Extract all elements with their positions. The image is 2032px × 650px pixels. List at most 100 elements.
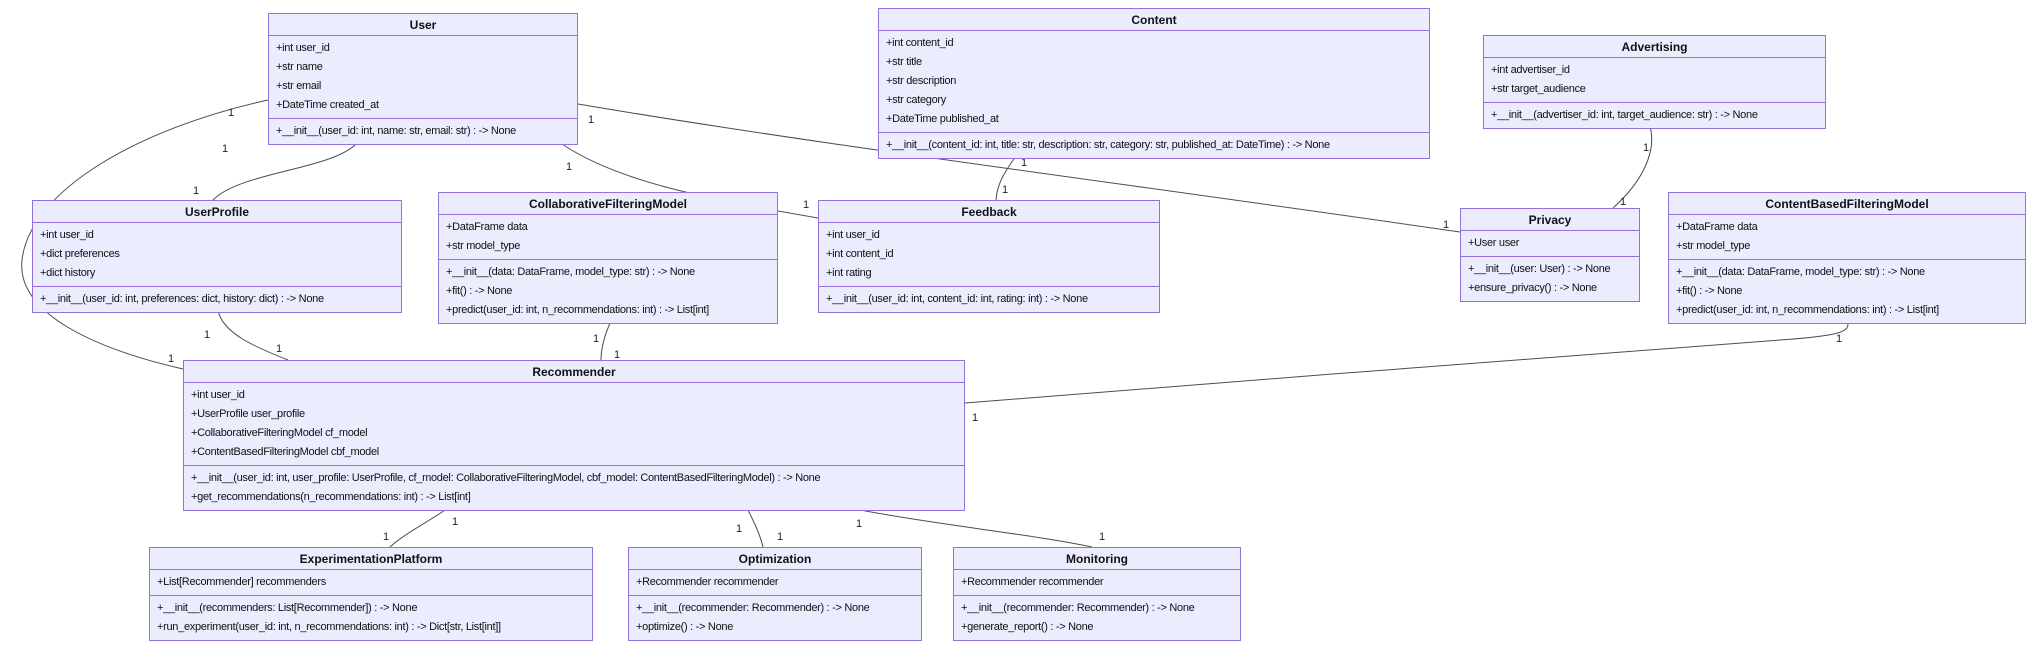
methods-section: +__init__(user_id: int, preferences: dic… xyxy=(33,286,401,312)
attribute: +DateTime published_at xyxy=(886,113,999,125)
class-name: Advertising xyxy=(1621,40,1688,54)
method: +get_recommendations(n_recommendations: … xyxy=(191,491,471,503)
method: +__init__(recommenders: List[Recommender… xyxy=(157,602,418,614)
attribute: +int advertiser_id xyxy=(1491,64,1570,76)
method: +__init__(user_id: int, preferences: dic… xyxy=(40,293,324,305)
class-User: User +int user_id +str name +str email +Date… xyxy=(268,13,578,145)
attribute: +str title xyxy=(886,56,922,68)
multiplicity-label: 1 xyxy=(276,343,282,355)
attribute: +Recommender recommender xyxy=(961,576,1104,588)
multiplicity-label: 1 xyxy=(1021,157,1027,169)
attribute: +str category xyxy=(886,94,946,106)
edge-UserProfile-Recommender xyxy=(217,309,289,361)
attributes-section: +DataFrame data+str model_type xyxy=(1669,214,2025,259)
class-Optimization: Optimization +Recommender recommender +__i… xyxy=(628,547,922,641)
multiplicity-label: 1 xyxy=(777,531,783,543)
attribute: +CollaborativeFilteringModel cf_model xyxy=(191,427,368,439)
attributes-section: +DataFrame data+str model_type xyxy=(439,214,777,259)
multiplicity-label: 1 xyxy=(972,412,978,424)
attribute: +str model_type xyxy=(1676,240,1751,252)
multiplicity-label: 1 xyxy=(193,185,199,197)
method: +generate_report() : -> None xyxy=(961,621,1094,633)
methods-section: +__init__(recommenders: List[Recommender… xyxy=(150,595,592,640)
method: +__init__(recommender: Recommender) : ->… xyxy=(636,602,870,614)
attribute: +ContentBasedFilteringModel cbf_model xyxy=(191,446,379,458)
edge-Recommender-ExperimentationPlatform xyxy=(389,507,449,548)
attribute: +Recommender recommender xyxy=(636,576,779,588)
class-name: User xyxy=(409,18,437,32)
attribute: +str description xyxy=(886,75,957,87)
method: +__init__(data: DataFrame, model_type: s… xyxy=(1676,266,1925,278)
methods-section: +__init__(data: DataFrame, model_type: s… xyxy=(439,259,777,323)
method: +__init__(advertiser_id: int, target_aud… xyxy=(1491,109,1758,121)
method: +__init__(user: User) : -> None xyxy=(1468,263,1611,275)
methods-section: +__init__(data: DataFrame, model_type: s… xyxy=(1669,259,2025,323)
multiplicity-label: 1 xyxy=(736,523,742,535)
method: +__init__(user_id: int, content_id: int,… xyxy=(826,293,1088,305)
method: +run_experiment(user_id: int, n_recommen… xyxy=(157,621,501,633)
method: +ensure_privacy() : -> None xyxy=(1468,282,1597,294)
method: +__init__(recommender: Recommender) : ->… xyxy=(961,602,1195,614)
class-name: Content xyxy=(1131,13,1177,27)
class-UserProfile: UserProfile +int user_id +dict preferences… xyxy=(32,200,402,313)
multiplicity-label: 1 xyxy=(1099,531,1105,543)
attributes-section: +User user xyxy=(1461,230,1639,256)
multiplicity-label: 1 xyxy=(588,114,594,126)
class-name: ExperimentationPlatform xyxy=(299,552,443,566)
attribute: +UserProfile user_profile xyxy=(191,408,305,420)
method: +fit() : -> None xyxy=(1676,285,1743,297)
attributes-section: +int user_id+UserProfile user_profile+Co… xyxy=(184,382,964,465)
methods-section: +__init__(advertiser_id: int, target_aud… xyxy=(1484,102,1825,128)
multiplicity-label: 1 xyxy=(803,199,809,211)
attributes-section: +int advertiser_id+str target_audience xyxy=(1484,57,1825,102)
edge-ContentBasedFilteringModel-Recommender xyxy=(964,320,1849,404)
edge-Content-Feedback xyxy=(995,155,1017,201)
multiplicity-label: 1 xyxy=(204,329,210,341)
methods-section: +__init__(content_id: int, title: str, d… xyxy=(879,132,1429,158)
method: +fit() : -> None xyxy=(446,285,513,297)
methods-section: +__init__(recommender: Recommender) : ->… xyxy=(954,595,1240,640)
method: +__init__(user_id: int, name: str, email… xyxy=(276,125,516,137)
multiplicity-label: 1 xyxy=(1443,219,1449,231)
attributes-section: +int user_id +dict preferences +dict histo… xyxy=(33,222,401,286)
attribute: +int user_id xyxy=(276,42,330,54)
class-name: UserProfile xyxy=(184,205,250,219)
class-Feedback: Feedback+int user_id+int content_id+int … xyxy=(818,200,1160,313)
attribute: +User user xyxy=(1468,237,1520,249)
methods-section: +__init__(user_id: int, user_profile: Us… xyxy=(184,465,964,510)
class-name: Optimization xyxy=(738,552,812,566)
attribute: +str email xyxy=(276,80,321,92)
attribute: +str name xyxy=(276,61,323,73)
attribute: +DateTime created_at xyxy=(276,99,379,111)
attribute: +dict preferences xyxy=(40,248,120,260)
method: +__init__(content_id: int, title: str, d… xyxy=(886,139,1330,151)
class-ExperimentationPlatform: ExperimentationPlatform +List[Recommender… xyxy=(149,547,593,641)
method: +predict(user_id: int, n_recommendations… xyxy=(446,304,709,316)
multiplicity-label: 1 xyxy=(1643,142,1649,154)
class-Monitoring: Monitoring +Recommender recommender +__ini… xyxy=(953,547,1241,641)
edge-CollaborativeFilteringModel-Recommender xyxy=(600,320,612,361)
class-Recommender: Recommender+int user_id+UserProfile user… xyxy=(183,360,965,511)
attribute: +int user_id xyxy=(40,229,94,241)
multiplicity-label: 1 xyxy=(593,333,599,345)
methods-section: +__init__(user_id: int, content_id: int,… xyxy=(819,286,1159,312)
class-name: Monitoring xyxy=(1066,552,1128,566)
class-name: Privacy xyxy=(1528,213,1572,227)
edge-Advertising-Privacy xyxy=(1612,125,1653,209)
attribute: +dict history xyxy=(40,267,96,279)
edge-Recommender-Monitoring xyxy=(849,507,1093,548)
edge-User-Privacy xyxy=(577,103,1461,233)
method: +__init__(data: DataFrame, model_type: s… xyxy=(446,266,695,278)
class-CollaborativeFilteringModel: CollaborativeFilteringModel+DataFrame da… xyxy=(438,192,778,324)
attribute: +int content_id xyxy=(826,248,894,260)
multiplicity-label: 1 xyxy=(452,516,458,528)
attribute: +str model_type xyxy=(446,240,521,252)
class-name: Feedback xyxy=(961,205,1017,219)
attribute: +int rating xyxy=(826,267,872,279)
class-Content: Content+int content_id+str title+str des… xyxy=(878,8,1430,159)
methods-section: +__init__(recommender: Recommender) : ->… xyxy=(629,595,921,640)
attributes-section: +List[Recommender] recommenders xyxy=(150,569,592,595)
multiplicity-label: 1 xyxy=(856,518,862,530)
